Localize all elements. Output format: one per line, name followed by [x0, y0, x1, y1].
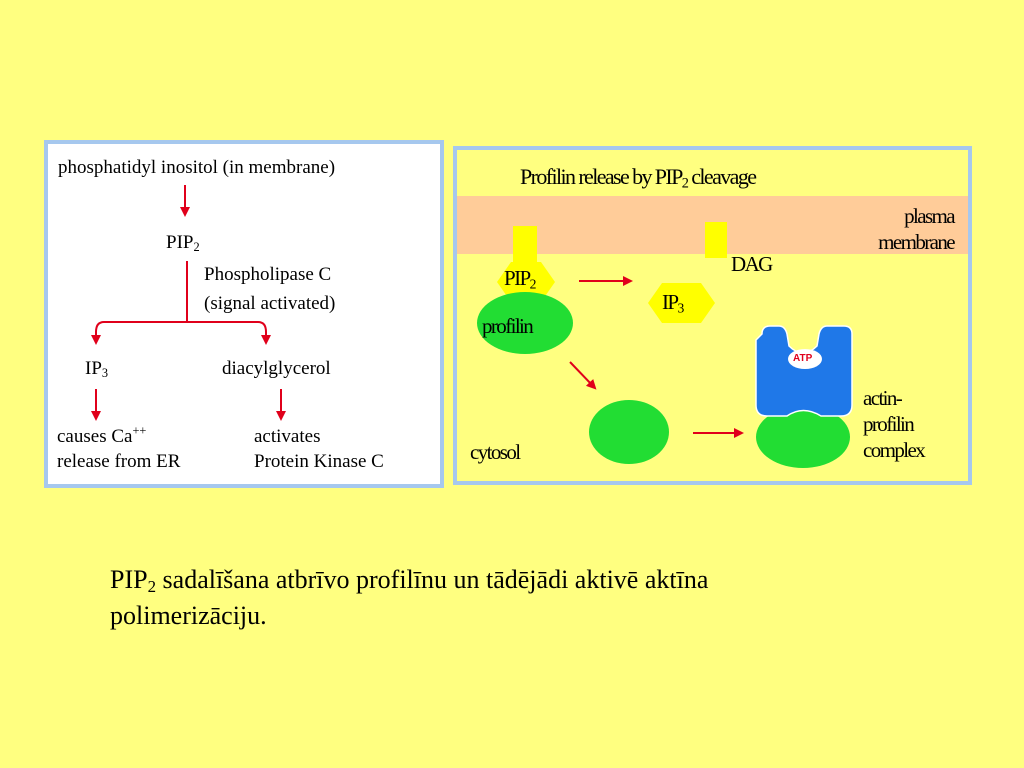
diagram-title: Profilin release by PIP2 cleavage [520, 164, 757, 192]
pip2-hexagon-label: PIP2 [504, 266, 536, 292]
profilin-illustration [457, 196, 968, 468]
signal-activated-label: (signal activated) [204, 293, 336, 314]
caption-line-1: PIP2 sadalīšana atbrīvo profilīnu un tād… [110, 565, 709, 597]
actin-monomer [755, 325, 853, 417]
pip2-label: PIP2 [166, 232, 200, 255]
pathway-panel: phosphatidyl inositol (in membrane) PIP2… [44, 140, 444, 488]
cytosol-label: cytosol [470, 440, 521, 464]
pip2-lipid-head [513, 226, 537, 262]
arrow-to-ip3 [91, 321, 187, 345]
ip3-label: IP3 [85, 358, 109, 381]
ip3-hexagon [648, 283, 715, 323]
atp-label: ATP [793, 353, 813, 364]
phosphatidyl-inositol-label: phosphatidyl inositol (in membrane) [58, 157, 336, 178]
pathway-arrows [91, 185, 286, 421]
pip2-hexagon [497, 262, 555, 302]
protein-kinase-c-label: Protein Kinase C [254, 451, 384, 472]
causes-calcium-label: causes Ca++ [57, 423, 147, 447]
free-profilin-blob [589, 400, 669, 464]
activates-label: activates [254, 426, 321, 447]
dag-lipid-head [705, 222, 727, 258]
complex-label: complex [863, 438, 926, 462]
diacylglycerol-label: diacylglycerol [222, 358, 331, 379]
complex-profilin-blob [756, 406, 850, 468]
caption-line-2: polimerizāciju. [110, 601, 267, 630]
phospholipase-c-label: Phospholipase C [204, 264, 332, 285]
ip3-hexagon-label: IP3 [662, 290, 684, 316]
slide-caption: PIP2 sadalīšana atbrīvo profilīnu un tād… [110, 562, 930, 634]
profilin-label: profilin [482, 314, 534, 338]
arrow-to-dag [187, 321, 271, 345]
membrane-label: membrane [878, 230, 955, 254]
atp-oval [788, 349, 822, 369]
dag-label: DAG [731, 252, 773, 276]
arrow-release-profilin [569, 361, 597, 390]
actin-label: actin- [863, 386, 903, 410]
profilin-complex-label: profilin [863, 412, 915, 436]
profilin-release-panel: Profilin release by PIP2 cleavage plasma… [453, 146, 972, 485]
plasma-label: plasma [904, 204, 955, 228]
profilin-bound-blob [477, 292, 573, 354]
release-from-er-label: release from ER [57, 451, 181, 472]
